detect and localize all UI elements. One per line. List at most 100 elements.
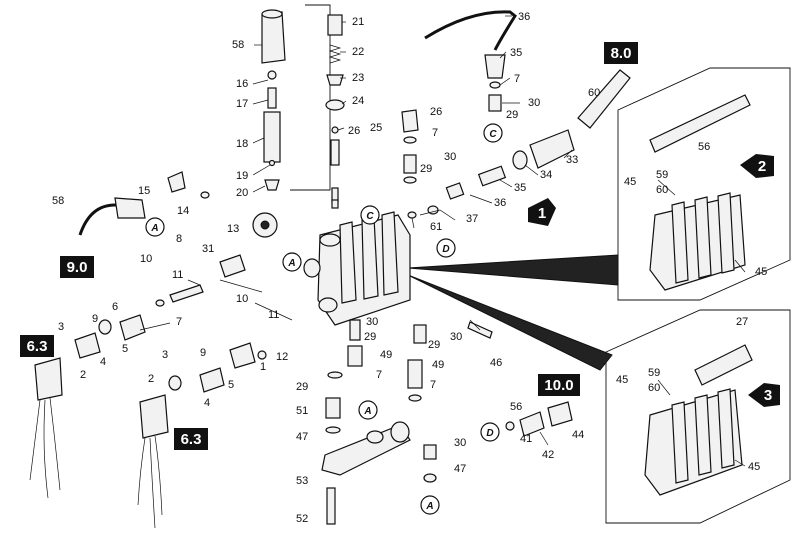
ref-box-6-3-left: 6.3 [20,335,54,357]
callout-32-right-body: 30 [450,331,462,343]
svg-text:C: C [366,211,374,222]
callout-39: 36 [518,11,530,23]
callout-26: 26 [348,125,360,137]
callout-36: 36 [494,197,506,209]
ref-box-9-0: 9.0 [60,256,94,278]
callout-45: 46 [490,357,502,369]
callout-5-left: 5 [122,343,128,355]
callout-18: 18 [236,138,248,150]
callout-46-p2-side: 45 [755,266,767,278]
callout-25: 25 [370,122,382,134]
callout-11-top: 11 [172,269,183,281]
callout-33: 33 [566,154,578,166]
callout-7-left: 7 [176,316,182,328]
callout-8: 8 [176,233,182,245]
ref-circle-a-lower: A [358,400,378,420]
callout-5-mid: 5 [228,379,234,391]
ref-circle-a-bottom: A [420,495,440,515]
callout-9-left: 9 [92,313,98,325]
callout-labels: 58 16 17 18 19 20 21 22 23 24 25 26 26 7… [52,11,767,525]
callout-46-p3-side: 45 [748,461,760,473]
callout-56: 58 [52,195,64,207]
callout-17: 17 [236,98,248,110]
svg-text:D: D [442,244,449,255]
callout-57: 60 [588,87,600,99]
ref-circle-c-hose: C [483,123,503,143]
callout-51: 53 [296,475,308,487]
callout-24: 24 [352,95,364,107]
handle-54 [261,9,286,64]
callout-58-p2: 59 [656,169,668,181]
callout-35: 35 [514,182,526,194]
ref-circle-a-body: A [282,252,302,272]
svg-text:1: 1 [538,205,546,222]
detail-arrow-2: 2 [740,154,774,178]
ref-circle-d-body: D [436,238,456,258]
callout-53: 56 [698,141,710,153]
ref-box-6-3-center: 6.3 [174,428,208,450]
detail-arrow-1: 1 [528,198,556,226]
svg-text:A: A [150,223,158,234]
ref-box-10-0: 10.0 [538,374,580,396]
callout-19: 19 [236,170,248,182]
callout-38: 35 [510,47,522,59]
ref-circle-a-hose: A [145,217,165,237]
callout-30-body: 29 [364,331,376,343]
callout-14: 14 [177,205,189,217]
callout-58-p3: 59 [648,367,660,379]
svg-text:10.0: 10.0 [544,377,573,394]
callout-37: 37 [466,213,478,225]
callout-7-right: 7 [514,73,520,85]
callout-47-body: 49 [380,349,392,361]
callout-60: 61 [430,221,442,233]
callout-6-left: 6 [112,301,118,313]
callout-34: 34 [540,169,552,181]
callout-2-left: 2 [80,369,86,381]
callout-50: 52 [296,513,308,525]
callout-49-bottom: 47 [454,463,466,475]
callout-4-mid: 4 [204,397,210,409]
detail-panel-2 [617,67,791,301]
callout-30-top: 29 [420,163,432,175]
svg-text:9.0: 9.0 [67,259,88,276]
callout-7-body: 7 [376,369,382,381]
callout-44: 44 [572,429,584,441]
callout-42: 42 [542,449,554,461]
svg-text:6.3: 6.3 [27,338,48,355]
svg-text:A: A [287,258,295,269]
callout-30-right-body: 29 [428,339,440,351]
callout-9-mid: 9 [200,347,206,359]
svg-text:C: C [489,129,497,140]
callout-27: 27 [736,316,748,328]
callout-21: 21 [352,16,364,28]
callout-1: 1 [260,361,266,373]
ref-circle-c-body: C [360,205,380,225]
callout-3-left: 3 [58,321,64,333]
callout-29: 26 [430,106,442,118]
svg-text:6.3: 6.3 [181,431,202,448]
svg-text:2: 2 [758,158,766,175]
detail-panel-3 [605,309,791,524]
callout-4-left: 4 [100,356,106,368]
callout-47-right-body: 49 [432,359,444,371]
callout-31: 31 [202,243,214,255]
callout-30-stack: 29 [296,381,308,393]
svg-text:3: 3 [764,387,772,404]
callout-54: 58 [232,39,244,51]
callout-16: 16 [236,78,248,90]
callout-7-right-body: 7 [430,379,436,391]
svg-text:A: A [425,501,433,512]
projection-wedge-lower [407,274,613,371]
callout-13: 13 [227,223,239,235]
svg-text:D: D [486,428,493,439]
callout-32-bottom: 30 [454,437,466,449]
callout-15: 15 [138,185,150,197]
callout-52: 51 [296,405,308,417]
callout-2-mid: 2 [148,373,154,385]
callout-11-mid: 11 [268,309,279,321]
callout-59-p3: 60 [648,382,660,394]
main-valve-body [303,211,411,326]
callout-41: 41 [520,433,532,445]
callout-32-body: 30 [366,316,378,328]
